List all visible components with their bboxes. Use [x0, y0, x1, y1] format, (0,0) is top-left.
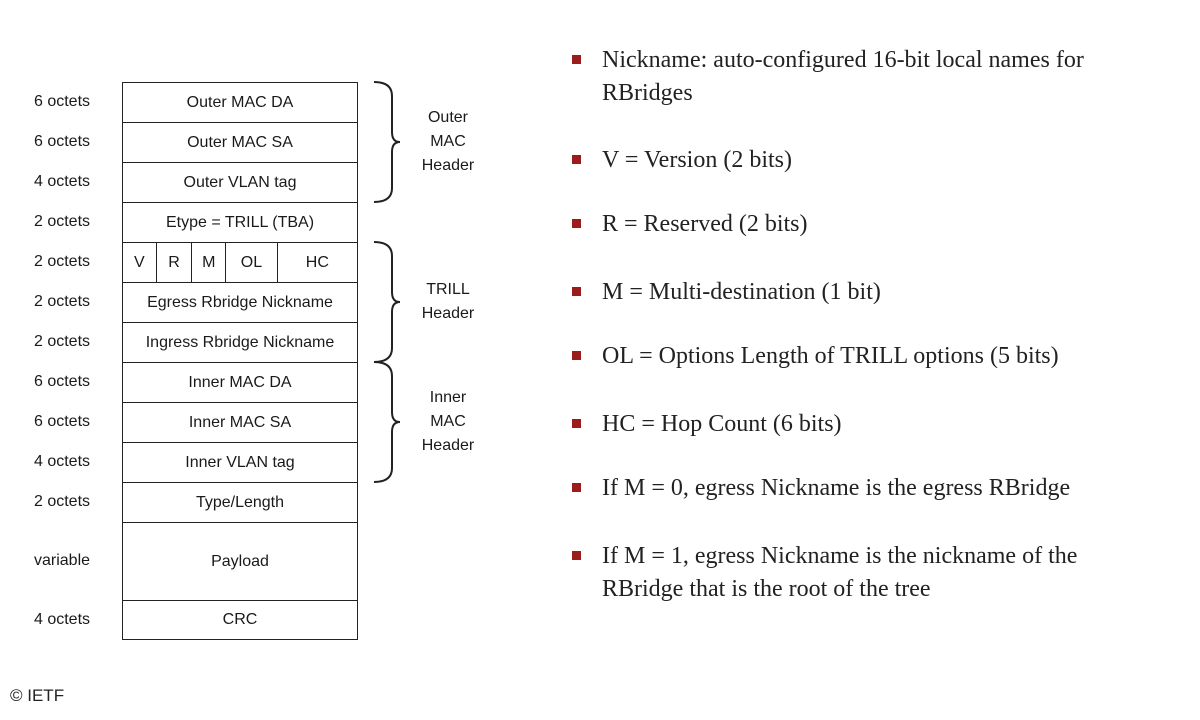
- header-braces: [373, 81, 401, 483]
- header-group-label-line: MAC: [430, 133, 466, 150]
- octet-size-label: 2 octets: [33, 333, 91, 350]
- brace-1: [373, 241, 401, 363]
- bit-field-v: V: [123, 243, 157, 282]
- octet-size-label: 4 octets: [33, 173, 91, 190]
- frame-field: Etype = TRILL (TBA): [122, 202, 358, 242]
- octet-size-label: 4 octets: [33, 611, 91, 628]
- bit-field-m: M: [192, 243, 227, 282]
- frame-field: Outer VLAN tag: [122, 162, 358, 202]
- octet-size-label: variable: [33, 552, 91, 569]
- square-bullet-icon: [572, 219, 581, 228]
- frame-field: Inner MAC SA: [122, 402, 358, 442]
- legend-item: HC = Hop Count (6 bits): [570, 408, 1180, 441]
- legend-item-line: Nickname: auto-configured 16-bit local n…: [602, 47, 1084, 73]
- brace-0: [373, 81, 401, 203]
- header-group-label-line: MAC: [430, 413, 466, 430]
- frame-field: Type/Length: [122, 482, 358, 522]
- square-bullet-icon: [572, 351, 581, 360]
- legend-item-line: V = Version (2 bits): [602, 147, 792, 173]
- octet-size-label: 6 octets: [33, 93, 91, 110]
- header-group-label-line: Inner: [429, 389, 467, 406]
- legend-item: OL = Options Length of TRILL options (5 …: [570, 340, 1180, 373]
- square-bullet-icon: [572, 155, 581, 164]
- square-bullet-icon: [572, 287, 581, 296]
- header-group-label-line: Header: [421, 157, 475, 174]
- legend-item: R = Reserved (2 bits): [570, 208, 1180, 241]
- legend-item: Nickname: auto-configured 16-bit local n…: [570, 44, 1180, 110]
- legend-item-line: R = Reserved (2 bits): [602, 211, 808, 237]
- legend-item-line: If M = 0, egress Nickname is the egress …: [602, 475, 1071, 501]
- legend-item-line: HC = Hop Count (6 bits): [602, 411, 842, 437]
- bit-field-r: R: [157, 243, 193, 282]
- copyright-notice: © IETF: [10, 686, 65, 705]
- brace-2: [373, 361, 401, 483]
- octet-size-label: 2 octets: [33, 253, 91, 270]
- legend-item-line: OL = Options Length of TRILL options (5 …: [602, 343, 1059, 369]
- octet-size-label: 6 octets: [33, 373, 91, 390]
- bit-field-ol: OL: [226, 243, 278, 282]
- frame-field: Ingress Rbridge Nickname: [122, 322, 358, 362]
- octet-size-label: 2 octets: [33, 213, 91, 230]
- legend-item-line: RBridge that is the root of the tree: [602, 576, 931, 602]
- legend-item: If M = 1, egress Nickname is the nicknam…: [570, 540, 1180, 606]
- frame-field: Egress Rbridge Nickname: [122, 282, 358, 322]
- square-bullet-icon: [572, 551, 581, 560]
- octet-size-label: 6 octets: [33, 413, 91, 430]
- octet-size-label: 2 octets: [33, 493, 91, 510]
- header-group-label-line: Outer: [427, 109, 468, 126]
- frame-field: Outer MAC SA: [122, 122, 358, 162]
- square-bullet-icon: [572, 483, 581, 492]
- square-bullet-icon: [572, 55, 581, 64]
- legend-item-line: RBridges: [602, 80, 693, 106]
- octet-size-label: 4 octets: [33, 453, 91, 470]
- frame-field: Outer MAC DA: [122, 82, 358, 122]
- frame-field: CRC: [122, 600, 358, 640]
- legend-item: If M = 0, egress Nickname is the egress …: [570, 472, 1180, 505]
- header-group-label-line: Header: [421, 437, 475, 454]
- header-group-label-line: TRILL: [426, 281, 470, 298]
- header-group-label: TRILL Header: [402, 278, 494, 326]
- frame-field: Payload: [122, 522, 358, 600]
- frame-field: Inner VLAN tag: [122, 442, 358, 482]
- bit-field-hc: HC: [305, 253, 329, 271]
- legend-item-line: If M = 1, egress Nickname is the nicknam…: [602, 543, 1078, 569]
- legend-item-line: M = Multi-destination (1 bit): [602, 279, 881, 305]
- octet-size-label: 6 octets: [33, 133, 91, 150]
- octet-size-label: 2 octets: [33, 293, 91, 310]
- header-group-label-line: Header: [421, 305, 475, 322]
- trill-frame-diagram: 6 octets 6 octets 4 octets 2 octets 2 octets…: [0, 0, 560, 720]
- square-bullet-icon: [572, 419, 581, 428]
- legend-item: V = Version (2 bits): [570, 144, 1180, 177]
- legend-item: M = Multi-destination (1 bit): [570, 276, 1180, 309]
- frame-field: Inner MAC DA: [122, 362, 358, 402]
